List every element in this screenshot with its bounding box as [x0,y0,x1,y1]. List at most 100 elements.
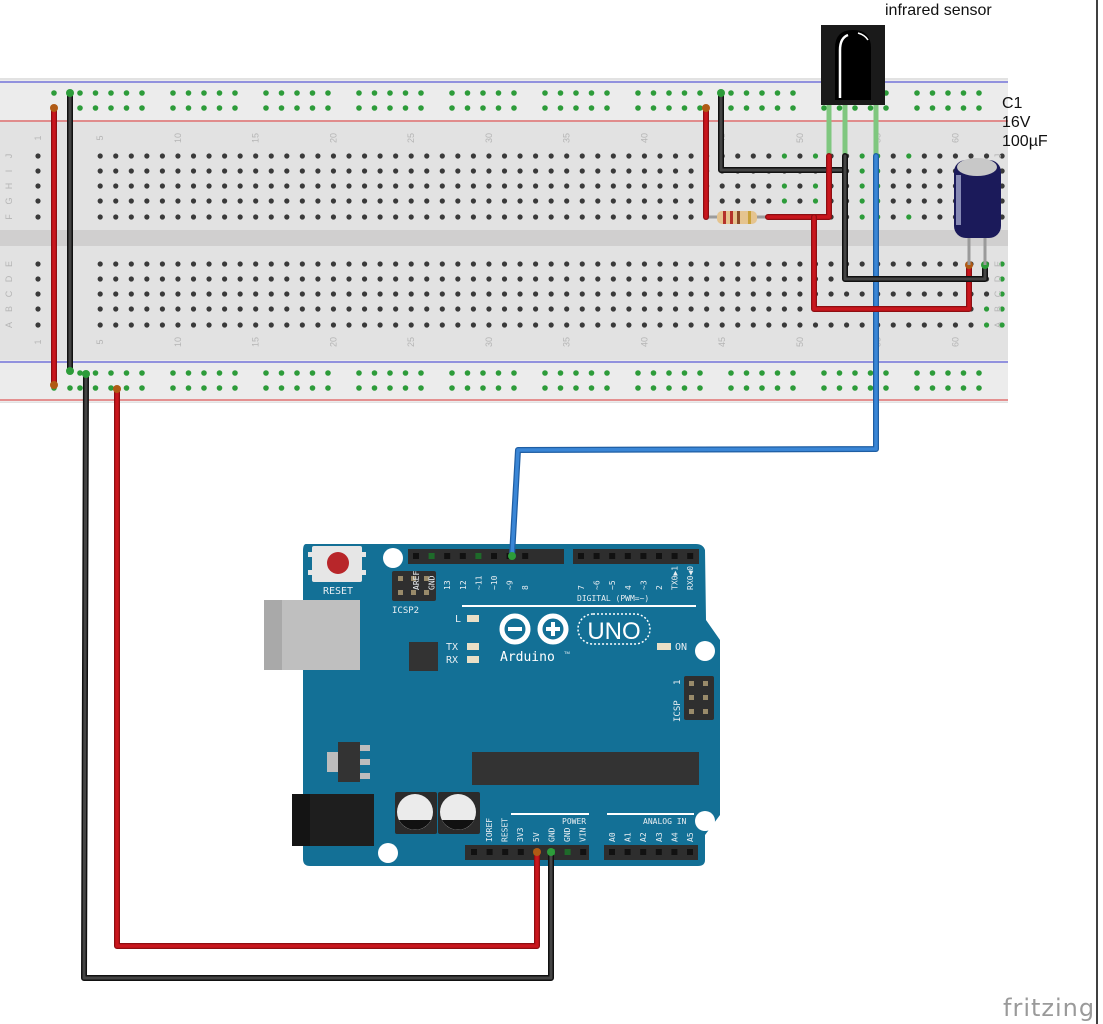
breadboard-hole [766,306,772,312]
breadboard-hole [206,183,212,189]
rail-hole [588,105,595,111]
breadboard-hole [408,153,414,159]
rail-hole [325,90,331,96]
breadboard-hole [626,198,632,204]
breadboard-hole [921,214,927,220]
header-pin[interactable] [687,849,693,855]
breadboard-hole [268,322,274,328]
breadboard-hole [206,276,212,282]
breadboard-hole [579,168,585,174]
led-on-label: ON [675,642,687,653]
rail-hole [201,105,207,111]
header-pin[interactable] [491,553,497,559]
header-pin[interactable] [413,553,419,559]
breadboard-hole [144,291,150,297]
header-pin[interactable] [580,849,587,855]
rail-hole [728,370,734,376]
breadboard-hole [424,214,430,220]
breadboard-hole [921,261,927,267]
breadboard-hole [222,261,228,267]
breadboard-hole [812,153,819,159]
header-pin[interactable] [593,553,600,559]
rail-hole [387,90,393,96]
header-pin[interactable] [609,553,616,559]
header-pin[interactable] [640,849,647,855]
pin-label: 13 [443,580,452,590]
rail-hole [573,370,579,376]
breadboard-hole [393,214,399,220]
rail-hole [464,105,471,111]
breadboard-hole [97,183,103,189]
breadboard-hole [501,276,508,282]
header-pin[interactable] [475,553,482,559]
breadboard-hole [470,276,476,282]
rail-hole [852,370,858,376]
rail-hole [681,105,688,111]
icsp-pin1-label: 1 [673,680,683,685]
rail-hole [960,90,967,96]
led-l-label: L [455,614,461,625]
breadboard-hole [470,168,476,174]
breadboard-hole [330,306,337,312]
electrolytic-capacitor [954,158,1001,265]
header-pin[interactable] [471,849,477,855]
pin-label: RESET [501,818,510,842]
column-number-label: 15 [251,337,261,347]
header-pin[interactable] [517,849,524,855]
breadboard-hole [113,198,119,204]
rail-hole [77,385,83,391]
rail-hole [356,385,362,391]
breadboard-hole [890,183,896,189]
rail-hole [108,385,114,391]
breadboard-hole [750,183,756,189]
breadboard-hole [439,198,445,204]
breadboard-hole [750,306,756,312]
header-pin[interactable] [609,849,615,855]
breadboard-hole [688,261,694,267]
breadboard-hole [564,261,570,267]
breadboard-hole [766,291,772,297]
header-pin[interactable] [656,553,662,559]
breadboard-hole [610,153,616,159]
header-pin[interactable] [671,849,678,855]
header-pin[interactable] [640,553,647,559]
header-pin[interactable] [578,553,584,559]
header-pin[interactable] [624,553,631,559]
breadboard-hole [222,276,228,282]
breadboard-hole [284,276,290,282]
breadboard-hole [299,276,305,282]
breadboard-hole [439,153,445,159]
breadboard-hole [548,214,554,220]
header-pin[interactable] [522,553,529,559]
row-letter-label: J [4,154,14,159]
rail-hole [960,385,967,391]
header-pin[interactable] [655,849,662,855]
breadboard-hole [237,214,243,220]
breadboard-hole [393,291,399,297]
breadboard-hole [983,291,990,297]
breadboard-hole [890,322,896,328]
rail-hole [681,90,688,96]
pin-label: ~3 [639,580,648,590]
breadboard-hole [377,168,383,174]
breadboard-hole [517,198,523,204]
breadboard-hole [781,306,788,312]
breadboard-hole [128,306,134,312]
breadboard-hole [284,322,290,328]
reset-button[interactable] [308,546,366,582]
header-pin[interactable] [564,849,571,855]
header-pin[interactable] [444,553,451,559]
header-pin[interactable] [502,849,509,855]
header-pin[interactable] [687,553,694,559]
row-letter-label: C [4,290,14,297]
breadboard-hole [439,306,445,312]
header-pin[interactable] [486,849,493,855]
header-pin[interactable] [624,849,631,855]
breadboard-hole [548,261,554,267]
header-pin[interactable] [459,553,466,559]
breadboard-hole [937,198,943,204]
rail-hole [495,90,502,96]
pin-label: AREF [412,571,421,590]
header-pin[interactable] [671,553,678,559]
header-pin[interactable] [428,553,435,559]
